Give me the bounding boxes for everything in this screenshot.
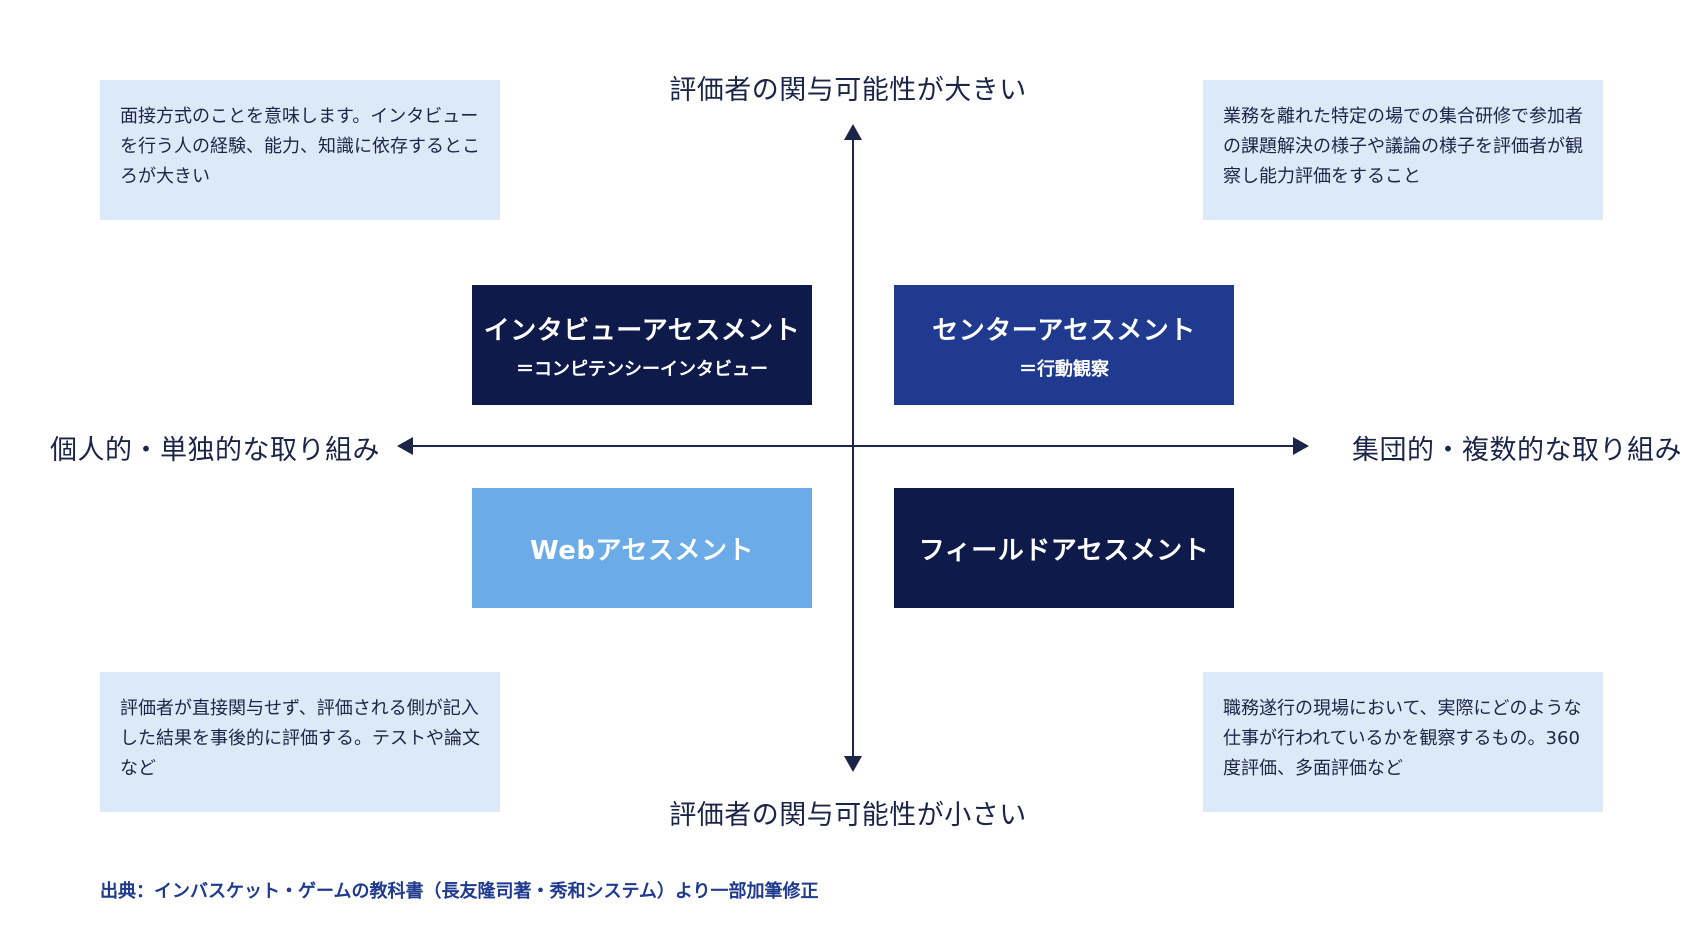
quadrant-title: Webアセスメント	[530, 535, 754, 566]
quadrant-subtitle: ＝コンピテンシーインタビュー	[516, 358, 768, 380]
axis-label-top: 評価者の関与可能性が大きい	[669, 75, 1027, 106]
arrow-right-icon	[1293, 437, 1309, 455]
quadrant-title: センターアセスメント	[932, 315, 1196, 346]
note-top-left: 面接方式のことを意味します。インタビューを行う人の経験、能力、知識に依存するとこ…	[100, 80, 500, 220]
note-bottom-right: 職務遂行の現場において、実際にどのような仕事が行われているかを観察するもの。36…	[1203, 672, 1603, 812]
quadrant-web-assessment: Webアセスメント	[472, 488, 812, 608]
quadrant-subtitle: ＝行動観察	[1019, 358, 1109, 380]
arrow-left-icon	[397, 437, 413, 455]
arrow-down-icon	[844, 756, 862, 772]
axis-label-bottom: 評価者の関与可能性が小さい	[669, 800, 1027, 831]
source-citation: 出典：インバスケット・ゲームの教科書（長友隆司著・秀和システム）より一部加筆修正	[100, 881, 819, 902]
quadrant-title: インタビューアセスメント	[483, 315, 801, 346]
axis-label-right: 集団的・複数的な取り組み	[1352, 435, 1682, 466]
axis-label-left: 個人的・単独的な取り組み	[50, 435, 380, 466]
quadrant-title: フィールドアセスメント	[918, 535, 1210, 566]
quadrant-center-assessment: センターアセスメント ＝行動観察	[894, 285, 1234, 405]
note-top-right: 業務を離れた特定の場での集合研修で参加者の課題解決の様子や議論の様子を評価者が観…	[1203, 80, 1603, 220]
arrow-up-icon	[844, 124, 862, 140]
quadrant-interview-assessment: インタビューアセスメント ＝コンピテンシーインタビュー	[472, 285, 812, 405]
quadrant-field-assessment: フィールドアセスメント	[894, 488, 1234, 608]
note-bottom-left: 評価者が直接関与せず、評価される側が記入した結果を事後的に評価する。テストや論文…	[100, 672, 500, 812]
